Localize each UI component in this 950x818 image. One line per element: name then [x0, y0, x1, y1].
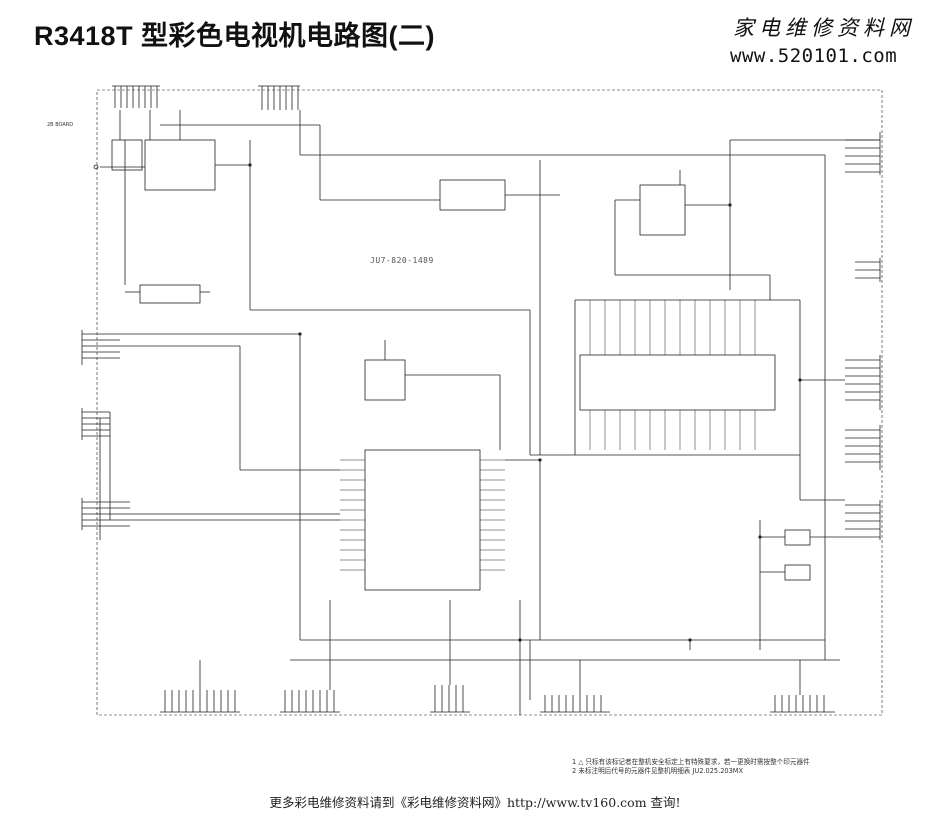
- ic-tuner-block: [144, 139, 216, 191]
- connector-bottom-3: [430, 685, 470, 713]
- ic-upper-right: [639, 184, 686, 236]
- footer-text: 更多彩电维修资料请到《彩电维修资料网》http://www.tv160.com …: [269, 795, 681, 810]
- connector-right-2: [855, 258, 881, 282]
- notes: 1 △ 只标有该标记者在整机安全标定上有特殊要求，若一更换时需按整个印元器件 2…: [572, 758, 810, 776]
- page-title: R3418T 型彩色电视机电路图(二): [34, 21, 436, 51]
- note-2: 2 未标注明后代号的元器件见整机明细表 JU2.025.203MX: [572, 767, 744, 775]
- connector-bottom-2: [280, 690, 340, 713]
- regulator-lower-1: [784, 529, 811, 546]
- connector-bottom-5: [770, 695, 835, 713]
- ic-mcu-right: [579, 354, 776, 411]
- connector-bottom-1: [160, 690, 240, 713]
- regulator-block: [439, 179, 506, 211]
- board-id-label: JU7-820-1489: [370, 256, 434, 265]
- board-side-label: 2B BOARD: [47, 122, 74, 128]
- connector-right-4: [845, 425, 881, 470]
- connector-right-1: [845, 132, 881, 175]
- connector-bottom-4: [540, 695, 610, 713]
- connector-right-5: [800, 499, 881, 540]
- connector-left-3: [81, 498, 340, 530]
- connector-right-3: [800, 355, 881, 410]
- connector-top-middle: [258, 85, 300, 110]
- regulator-lower-2: [784, 564, 811, 581]
- ic-left-small: [139, 284, 201, 304]
- site-name: 家电维修资料网: [733, 16, 915, 40]
- connector-left-1: [81, 330, 300, 365]
- note-1: 1 △ 只标有该标记者在整机安全标定上有特殊要求，若一更换时需按整个印元器件: [572, 758, 810, 766]
- ic-main-center: [364, 449, 481, 591]
- ic-upper-small: [364, 359, 406, 401]
- site-url: www.520101.com: [730, 45, 898, 67]
- connector-top-left: [112, 85, 160, 108]
- board-outline: [96, 89, 883, 716]
